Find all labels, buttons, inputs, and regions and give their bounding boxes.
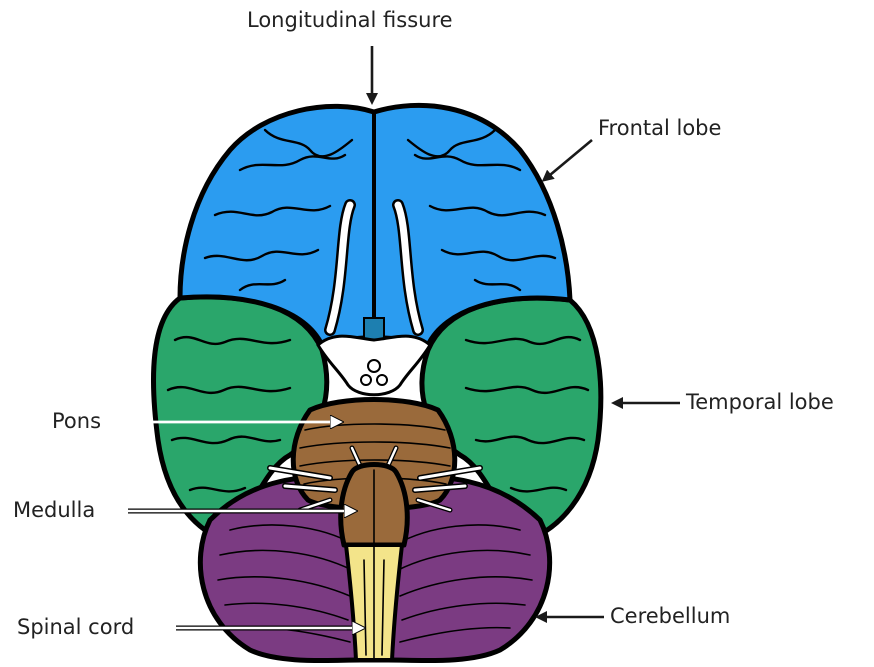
label-spinal-cord: Spinal cord xyxy=(17,617,134,638)
label-temporal-lobe: Temporal lobe xyxy=(686,392,834,413)
label-cerebellum: Cerebellum xyxy=(610,606,730,627)
label-longitudinal-fissure: Longitudinal fissure xyxy=(247,10,453,31)
mammillary-body-left xyxy=(361,375,371,385)
frontal-lobe-pointer xyxy=(544,140,592,180)
pituitary-stalk xyxy=(368,360,380,372)
label-medulla: Medulla xyxy=(13,500,95,521)
label-pons: Pons xyxy=(52,411,101,432)
fissure-accent xyxy=(364,318,384,340)
label-frontal-lobe: Frontal lobe xyxy=(598,118,721,139)
mammillary-body-right xyxy=(377,375,387,385)
